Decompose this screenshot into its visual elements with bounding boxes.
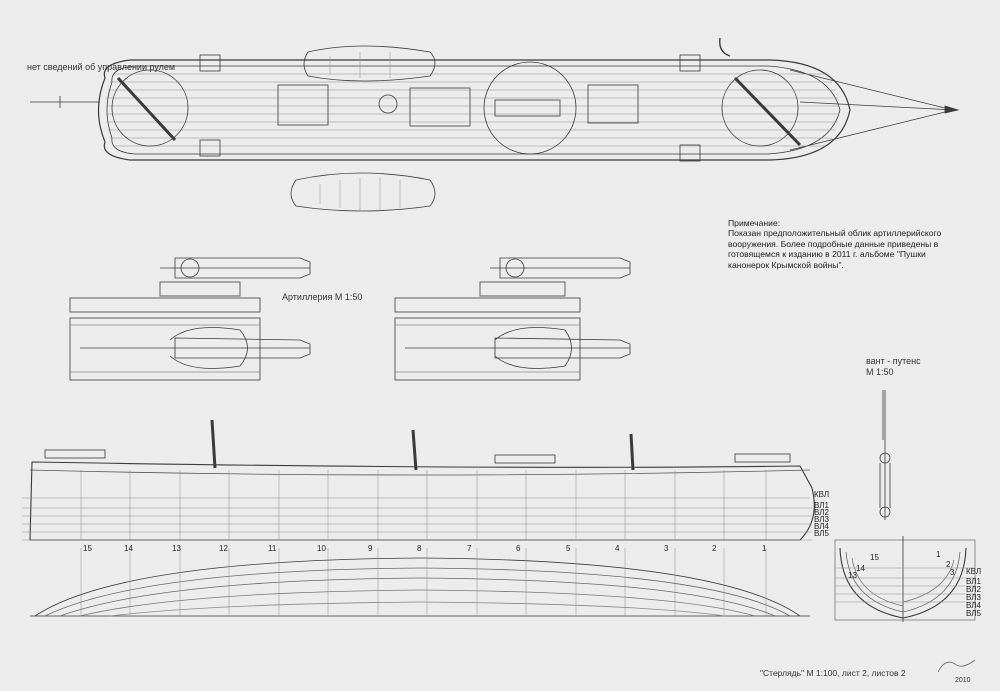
waterline-label: ВЛ4 bbox=[814, 522, 829, 531]
frame-label: 4 bbox=[615, 544, 620, 553]
frame-label: 5 bbox=[566, 544, 571, 553]
frame-label: 12 bbox=[219, 544, 228, 553]
frame-label: 2 bbox=[712, 544, 717, 553]
signature-year: 2010 bbox=[955, 677, 971, 684]
note-text: Показан предположительный облик артиллер… bbox=[728, 228, 942, 270]
artillery-gun-1 bbox=[69, 257, 311, 381]
body-waterline-label: ВЛ1 bbox=[966, 577, 981, 586]
sheet-title: "Стерлядь" М 1:100, лист 2, листов 2 bbox=[760, 668, 906, 678]
frame-label: 15 bbox=[83, 544, 92, 553]
frame-label: 10 bbox=[317, 544, 326, 553]
body-frame-label: 13 bbox=[848, 571, 857, 580]
frame-label: 13 bbox=[172, 544, 181, 553]
waterline-label: ВЛ1 bbox=[814, 501, 829, 510]
deck-plan bbox=[30, 37, 960, 212]
frame-label: 3 bbox=[664, 544, 669, 553]
note-block: Примечание: Показан предположительный об… bbox=[728, 218, 968, 270]
waterline-label: КВЛ bbox=[814, 490, 830, 499]
body-frame-label: 14 bbox=[856, 564, 865, 573]
body-frame-label: 15 bbox=[870, 553, 879, 562]
waterline-label: ВЛ2 bbox=[814, 508, 829, 517]
artillery-gun-2 bbox=[394, 257, 631, 381]
body-frame-label: 2 bbox=[946, 560, 951, 569]
waterline-label: ВЛ3 bbox=[814, 515, 829, 524]
body-plan bbox=[834, 536, 976, 622]
shroud-title: вант - путенс bbox=[866, 356, 921, 366]
frame-label: 1 bbox=[762, 544, 767, 553]
body-waterline-label: ВЛ2 bbox=[966, 585, 981, 594]
body-waterline-label: КВЛ bbox=[966, 567, 982, 576]
half-breadth-plan bbox=[30, 548, 810, 617]
frame-label: 9 bbox=[368, 544, 373, 553]
frame-label: 8 bbox=[417, 544, 422, 553]
body-waterline-label: ВЛ5 bbox=[966, 609, 981, 618]
waterline-label: ВЛ5 bbox=[814, 529, 829, 538]
frame-label: 11 bbox=[268, 544, 277, 553]
shroud-chainplate bbox=[879, 390, 891, 520]
side-profile bbox=[22, 419, 815, 541]
body-waterline-label: ВЛ3 bbox=[966, 593, 981, 602]
artillery-scale-label: Артиллерия М 1:50 bbox=[282, 292, 363, 302]
body-frame-label: 3 bbox=[950, 568, 955, 577]
frame-label: 6 bbox=[516, 544, 521, 553]
body-frame-label: 1 bbox=[936, 550, 941, 559]
rudder-note: нет сведений об управлении рулем bbox=[27, 62, 176, 72]
note-heading: Примечание: bbox=[728, 218, 781, 228]
body-waterline-label: ВЛ4 bbox=[966, 601, 981, 610]
frame-label: 7 bbox=[467, 544, 472, 553]
frame-label: 14 bbox=[124, 544, 133, 553]
shroud-scale: М 1:50 bbox=[866, 367, 894, 377]
